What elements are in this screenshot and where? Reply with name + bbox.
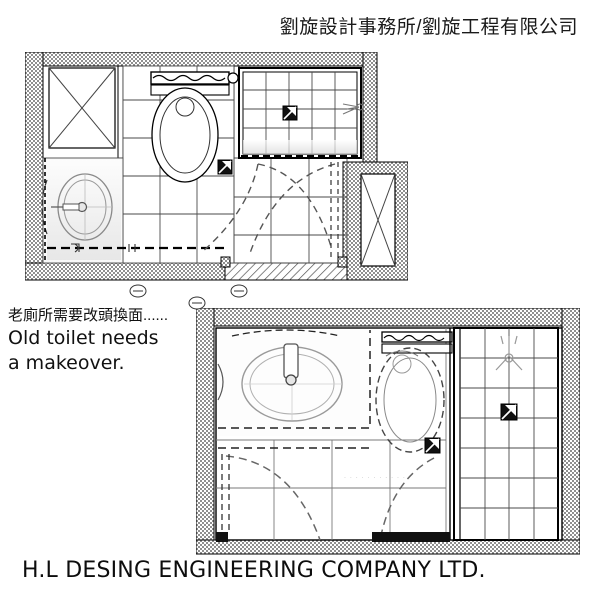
shower-head-icon-lower bbox=[495, 335, 523, 371]
window-left-icon bbox=[48, 67, 116, 149]
annotation-english-line2: a makeover. bbox=[8, 352, 125, 374]
floor-drain-icon-2 bbox=[282, 105, 298, 121]
annotation-english-line1: Old toilet needs bbox=[8, 327, 159, 349]
grid-marker-a bbox=[129, 284, 147, 298]
toilet-fixture-upper bbox=[150, 71, 239, 183]
threshold-lower bbox=[216, 532, 450, 542]
window-right-icon bbox=[360, 173, 396, 267]
page-title: 劉旋設計事務所/劉旋工程有限公司 bbox=[279, 17, 578, 38]
annotation-block: 老廁所需要改頭換面...... Old toilet needs a makeo… bbox=[8, 306, 203, 376]
door-swing-arc-lower bbox=[225, 455, 435, 541]
floor-plan-upper bbox=[25, 52, 408, 298]
footer-company-name: H.L DESING ENGINEERING COMPANY LTD. bbox=[22, 558, 486, 583]
floor-drain-icon-3 bbox=[424, 437, 441, 454]
grid-marker-b bbox=[230, 284, 248, 298]
floor-plan-lower: . . . . . . . . . . . bbox=[188, 296, 580, 568]
door-swing-arc-upper bbox=[201, 163, 336, 257]
door-leaf-lower bbox=[221, 454, 230, 534]
counter-edge-upper bbox=[47, 243, 225, 253]
door-leaf-upper bbox=[330, 162, 339, 257]
shower-area-upper bbox=[238, 67, 362, 159]
grid-marker-c bbox=[188, 296, 206, 310]
annotation-chinese: 老廁所需要改頭換面...... bbox=[8, 307, 169, 324]
floor-drain-icon-1 bbox=[217, 159, 233, 175]
washbasin-fixture-upper bbox=[41, 158, 121, 263]
shower-head-icon bbox=[342, 103, 364, 115]
tile-grid-lower bbox=[216, 328, 447, 540]
shower-area-lower bbox=[449, 327, 559, 541]
floor-dimension-note: . . . . . . . . . . . bbox=[344, 473, 406, 480]
threshold-upper bbox=[220, 256, 348, 268]
toilet-fixture-lower bbox=[375, 331, 453, 453]
vanity-basin-fixture bbox=[217, 329, 371, 449]
floor-drain-icon-4 bbox=[500, 403, 518, 421]
walls-lower bbox=[196, 308, 580, 555]
